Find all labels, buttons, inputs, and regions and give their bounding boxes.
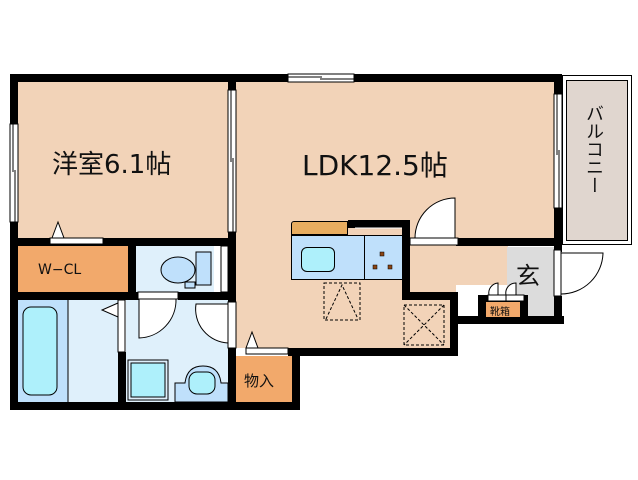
stove-burner-icons	[372, 251, 393, 270]
bath-wash-area	[68, 300, 118, 402]
wall-toilet-bottom	[178, 292, 228, 300]
toilet-door	[137, 291, 179, 339]
wall-bath-right	[118, 352, 126, 406]
wall-mid-vertical	[228, 232, 236, 302]
wall-step-horizontal	[450, 316, 564, 324]
western-room-label: 洋室6.1帖	[52, 150, 172, 180]
shoe-cabinet-doors	[487, 282, 525, 302]
wall-step-vertical	[450, 292, 458, 356]
walk-in-closet-label: W−CL	[38, 262, 82, 278]
wall-wcl-bottom	[10, 292, 140, 300]
wall-right-lower	[554, 296, 562, 324]
hall-door	[409, 197, 459, 246]
appliance-space-icon	[323, 282, 361, 321]
bath-door	[100, 299, 126, 353]
balcony-label: バルコニー	[583, 104, 604, 194]
wall-right-upper	[554, 74, 562, 96]
ldk-room	[236, 82, 554, 242]
toilet-icon	[160, 251, 212, 289]
storage-door	[245, 330, 289, 355]
western-room	[18, 82, 230, 240]
wall-ldk-bottom	[292, 348, 458, 356]
window-left	[9, 123, 19, 223]
walk-in-closet	[18, 246, 128, 292]
kitchen-stove	[364, 235, 403, 280]
wall-left-lower	[10, 222, 18, 410]
ldk-label: LDK12.5帖	[302, 149, 448, 182]
storage-label: 物入	[244, 372, 275, 390]
kitchen-counter-top	[291, 221, 348, 235]
entrance-label: 玄	[516, 262, 540, 290]
kitchen-sink-icon	[301, 247, 335, 272]
wall-hall-top	[456, 238, 562, 246]
wall-bottom-left	[10, 402, 300, 410]
wall-bedroom-right	[228, 74, 236, 92]
entrance-door	[553, 249, 604, 297]
wall-kitchen-step	[402, 292, 458, 300]
closet-door	[49, 220, 104, 245]
washing-machine-icon	[127, 359, 169, 401]
washbasin-icon	[174, 365, 229, 403]
wall-wcl-right	[128, 246, 136, 300]
shoe-cabinet-label: 靴箱	[490, 307, 510, 318]
window-balcony	[553, 93, 563, 209]
wall-bedroom-bottom	[10, 238, 236, 246]
wall-kitchen-back	[402, 220, 410, 300]
fridge-space-icon	[403, 304, 445, 346]
wall-top-left	[10, 74, 290, 82]
wall-kitchen-top	[348, 220, 410, 228]
window-top	[287, 73, 355, 83]
wall-left-upper	[10, 74, 18, 124]
hall-floor	[406, 245, 508, 285]
wall-right-mid	[554, 208, 562, 252]
washroom-door	[195, 301, 237, 349]
shoe-cabinet	[486, 302, 520, 317]
wall-top-right	[353, 74, 562, 82]
bathtub-icon	[22, 306, 58, 396]
sliding-door-bedroom	[227, 89, 237, 233]
wall-storage-right	[292, 348, 300, 410]
storage	[236, 356, 292, 402]
balcony	[566, 80, 628, 241]
wall-storage-left	[228, 348, 236, 410]
